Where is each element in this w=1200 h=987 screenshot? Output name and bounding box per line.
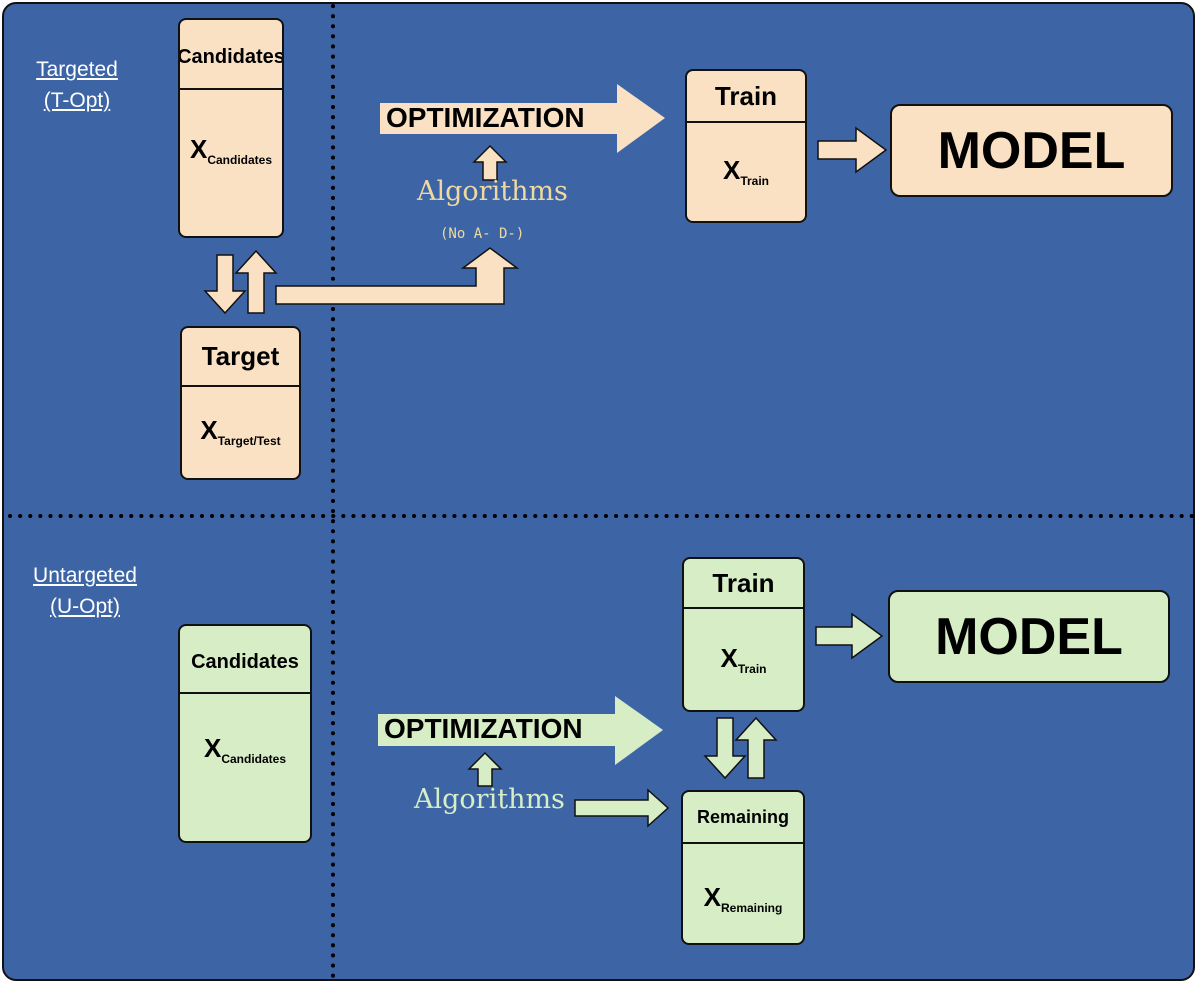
optimization-arrow-top	[380, 84, 665, 153]
optimization-arrow-bottom	[378, 696, 663, 765]
remaining-variable: XRemaining	[683, 844, 803, 942]
algorithms-note-top: (No A- D-)	[440, 226, 525, 242]
candidates-box-bottom: Candidates XCandidates	[178, 624, 312, 843]
candidates-to-target-arrow	[203, 254, 247, 315]
x-train-bottom: XTrain	[720, 642, 767, 676]
target-box: Target XTarget/Test	[180, 326, 301, 480]
remaining-title: Remaining	[683, 792, 803, 844]
model-box-bottom: MODEL	[888, 590, 1170, 683]
targeted-section-label: Targeted (T-Opt)	[14, 54, 140, 116]
algorithms-label-bottom: Algorithms	[414, 784, 565, 815]
algorithms-up-arrow-bottom	[467, 751, 503, 787]
targeted-label-line2: (T-Opt)	[43, 89, 111, 112]
optimization-label-top: OPTIMIZATION	[386, 102, 585, 133]
optimization-label-bottom: OPTIMIZATION	[384, 713, 583, 744]
x-candidates-top: XCandidates	[189, 133, 273, 167]
train-box-bottom: Train XTrain	[682, 557, 805, 712]
algorithms-to-remaining-arrow	[574, 788, 670, 828]
algorithms-up-arrow-top	[472, 144, 508, 181]
target-to-algorithms-arrow	[275, 247, 520, 305]
candidates-box-top: Candidates XCandidates	[178, 18, 284, 238]
candidates-variable-bottom: XCandidates	[180, 694, 310, 804]
target-to-candidates-arrow	[234, 249, 278, 314]
remaining-box: Remaining XRemaining	[681, 790, 805, 945]
candidates-title-bottom: Candidates	[180, 626, 310, 694]
x-target-test: XTarget/Test	[200, 414, 281, 448]
untargeted-section-label: Untargeted (U-Opt)	[10, 560, 160, 622]
candidates-variable: XCandidates	[180, 90, 282, 210]
untargeted-label-line2: (U-Opt)	[50, 595, 120, 618]
train-to-remaining-arrow	[703, 717, 747, 780]
x-candidates-bottom: XCandidates	[203, 732, 287, 766]
candidates-title: Candidates	[180, 20, 282, 90]
x-remaining: XRemaining	[703, 881, 783, 915]
train-title-top: Train	[687, 71, 805, 123]
target-variable: XTarget/Test	[182, 387, 299, 475]
train-box-top: Train XTrain	[685, 69, 807, 223]
targeted-label-line1: Targeted	[36, 58, 118, 81]
algorithms-label-top: Algorithms	[417, 176, 568, 207]
train-to-model-arrow-bottom	[815, 612, 884, 660]
train-to-model-arrow-top	[817, 126, 888, 174]
train-variable-bottom: XTrain	[684, 609, 803, 709]
target-title: Target	[182, 328, 299, 387]
remaining-to-train-arrow	[734, 716, 778, 779]
model-box-top: MODEL	[890, 104, 1173, 197]
x-train-top: XTrain	[722, 154, 770, 188]
train-variable-top: XTrain	[687, 123, 805, 219]
train-title-bottom: Train	[684, 559, 803, 609]
untargeted-label-line1: Untargeted	[33, 564, 137, 587]
